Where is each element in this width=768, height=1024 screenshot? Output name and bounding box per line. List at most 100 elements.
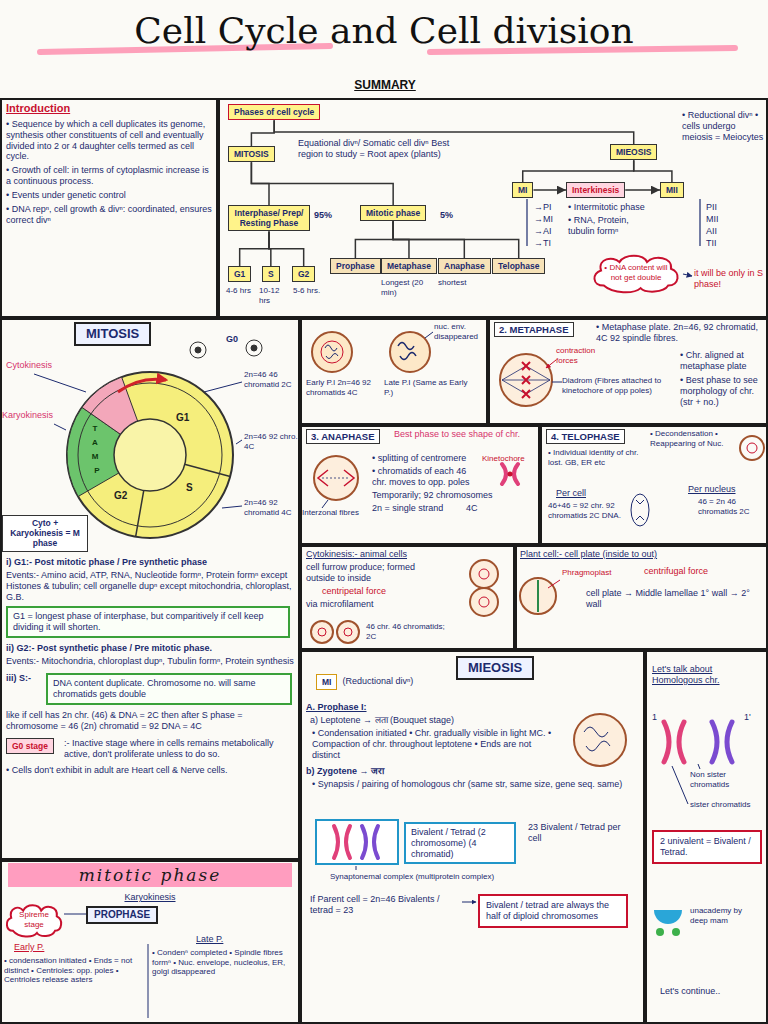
note-text: centrifugal force xyxy=(644,566,754,577)
process-box: Prophase xyxy=(330,258,381,274)
note-text: M xyxy=(90,452,100,462)
anaphase-cell xyxy=(314,456,518,508)
connector xyxy=(355,221,393,258)
note-text: Temporarily; 92 chromosomes xyxy=(372,490,532,501)
drawing-stroke xyxy=(636,500,644,520)
note-text: Equational divⁿ/ Somatic cell divⁿ Best … xyxy=(298,138,458,160)
drawing-stroke xyxy=(526,199,527,246)
note-text: • Events under genetic control xyxy=(6,190,212,201)
note-text: Early P. xyxy=(14,942,74,953)
drawing-stroke xyxy=(222,506,242,508)
process-box: Mitotic phase xyxy=(360,205,426,221)
telophase-cells xyxy=(631,436,764,526)
box-text: MII xyxy=(666,185,678,195)
note-text: shortest xyxy=(438,278,488,288)
note-box: Cyto + Karyokinesis = M phase xyxy=(2,515,88,552)
note-text: 46+46 = 92 chr. 92 chromatids 2C DNA. xyxy=(548,501,626,520)
mitotic-phase-panel: KaryokinesisEarly P.Late P.• condensatio… xyxy=(0,860,300,1024)
box-text: Spireme stage xyxy=(14,910,54,929)
note-box: G1 = longest phase of interphase, but co… xyxy=(6,606,290,638)
page-title: Cell Cycle and Cell division xyxy=(0,10,768,51)
note-text: • Chr. aligned at metaphase plate xyxy=(680,350,764,372)
connector xyxy=(533,189,566,191)
homologous-figure xyxy=(654,722,732,936)
note-text: If Parent cell = 2n=46 Bivalents / tetra… xyxy=(310,894,460,916)
process-box: G1 xyxy=(228,266,251,282)
note-text: 2n=46 92 chro. 4C xyxy=(244,432,298,451)
drawing-stroke xyxy=(344,628,352,636)
box-text: • DNA content will not get double xyxy=(600,263,672,282)
drawing-stroke xyxy=(325,345,338,359)
drawing-stroke xyxy=(712,722,732,762)
drawing-stroke xyxy=(311,621,333,643)
note-text: 2n = single strand xyxy=(372,503,462,514)
connector xyxy=(240,231,269,266)
note-text: PII xyxy=(706,202,736,213)
process-box: MI(Reductional divⁿ) xyxy=(316,674,337,690)
animal-cytokinesis-panel: Cytokinesis:- animal cells cell furrow pr… xyxy=(300,545,515,650)
box-text: Bivalent / tetrad are always the half of… xyxy=(486,900,620,922)
box-text: DNA content duplicate. Chromosome no. wi… xyxy=(53,678,285,700)
note-text: sister chromatids xyxy=(690,800,762,810)
note-text: →AI xyxy=(534,226,562,237)
box-text: (Reductional divⁿ) xyxy=(342,676,432,687)
note-text: 4-6 hrs xyxy=(226,286,258,296)
metaphase-cell xyxy=(500,354,562,406)
note-text: Cytokinesis xyxy=(6,360,70,371)
note-text: b) Zygotene → जरा xyxy=(306,766,456,777)
note-text: • Cells don't exhibit in adult are Heart… xyxy=(6,765,296,776)
box-text: MITOSIS xyxy=(86,326,139,342)
note-text: 46 chr. 46 chromatids; 2C xyxy=(366,622,450,641)
mitosis-panel: CytokinesisKaryokinesisG02n=46 46 chroma… xyxy=(0,318,300,860)
note-text: Per cell xyxy=(556,488,616,499)
note-text: MII xyxy=(706,214,736,225)
box-text: G0 stage xyxy=(12,741,48,751)
note-text: 1 xyxy=(652,712,662,723)
drawing-stroke xyxy=(148,944,149,1018)
box-text: Bivalent / Tetrad (2 chromosome) (4 chro… xyxy=(411,827,509,859)
drawing-stroke xyxy=(462,902,476,903)
box-text: S xyxy=(268,269,274,279)
note-text: Late P. xyxy=(196,934,256,945)
drawing-stroke xyxy=(699,199,700,246)
box-text: Cyto + Karyokinesis = M phase xyxy=(8,518,82,549)
process-box: MITOSIS xyxy=(228,146,275,162)
note-text: :- Inactive stage where in cells remains… xyxy=(64,738,292,760)
plant-cytokinesis-panel: Plant cell:- cell plate (inside to out)P… xyxy=(515,545,768,650)
metaphase-panel: 2. METAPHASE• Metaphase plate. 2n=46, 92… xyxy=(488,318,768,425)
note-text: Cytokinesis:- animal cells xyxy=(306,549,466,560)
drawing-stroke xyxy=(251,345,257,351)
connector xyxy=(625,189,660,191)
note-box: Bivalent / tetrad are always the half of… xyxy=(478,894,628,928)
note-text: Interzonal fibres xyxy=(302,508,368,518)
note-text: G0 xyxy=(226,334,244,345)
note-text: cell furrow produce; formed outside to i… xyxy=(306,562,438,584)
note-text: Diadrom (Fibres attached to kinetochore … xyxy=(562,376,666,395)
box-text: MITOSIS xyxy=(234,149,269,159)
drawing-stroke xyxy=(398,343,416,360)
note-text: Kinetochore xyxy=(482,454,538,464)
drawing-stroke xyxy=(508,472,513,477)
box-text: 2 univalent = Bivalent / Tetrad. xyxy=(660,836,754,858)
note-text: 46 = 2n 46 chromatids 2C xyxy=(698,497,762,516)
note-text: 5% xyxy=(440,210,464,221)
note-text: G2 xyxy=(114,490,134,502)
note-text: i) G1:- Post mitotic phase / Pre synthet… xyxy=(6,557,296,568)
drawing-stroke xyxy=(537,580,539,612)
drawing-stroke xyxy=(322,478,350,479)
drawing-stroke xyxy=(64,914,86,915)
note-text: Let's continue.. xyxy=(660,986,756,997)
box-text: MI xyxy=(518,185,527,195)
box-text: MIEOSIS xyxy=(468,660,522,676)
box-text: PROPHASE xyxy=(94,909,150,921)
note-text: • DNA repⁿ, cell growth & divⁿ: coordina… xyxy=(6,204,212,226)
drawing-stroke xyxy=(654,910,682,924)
note-text: • splitting of centromere xyxy=(372,453,476,464)
prophase-panel: nuc. env. disappearedEarly P.I 2n=46 92 … xyxy=(300,318,488,425)
title-box: Phases of cell cycle xyxy=(228,104,320,120)
drawing-stroke xyxy=(390,332,430,372)
note-text: • Growth of cell: in terms of cytoplasmi… xyxy=(6,165,212,187)
note-text: cell plate → Middle lamellae 1° wall → 2… xyxy=(586,588,762,610)
connector xyxy=(393,221,519,258)
process-box: Interphase/ Prep/ Resting Phase xyxy=(228,205,310,231)
